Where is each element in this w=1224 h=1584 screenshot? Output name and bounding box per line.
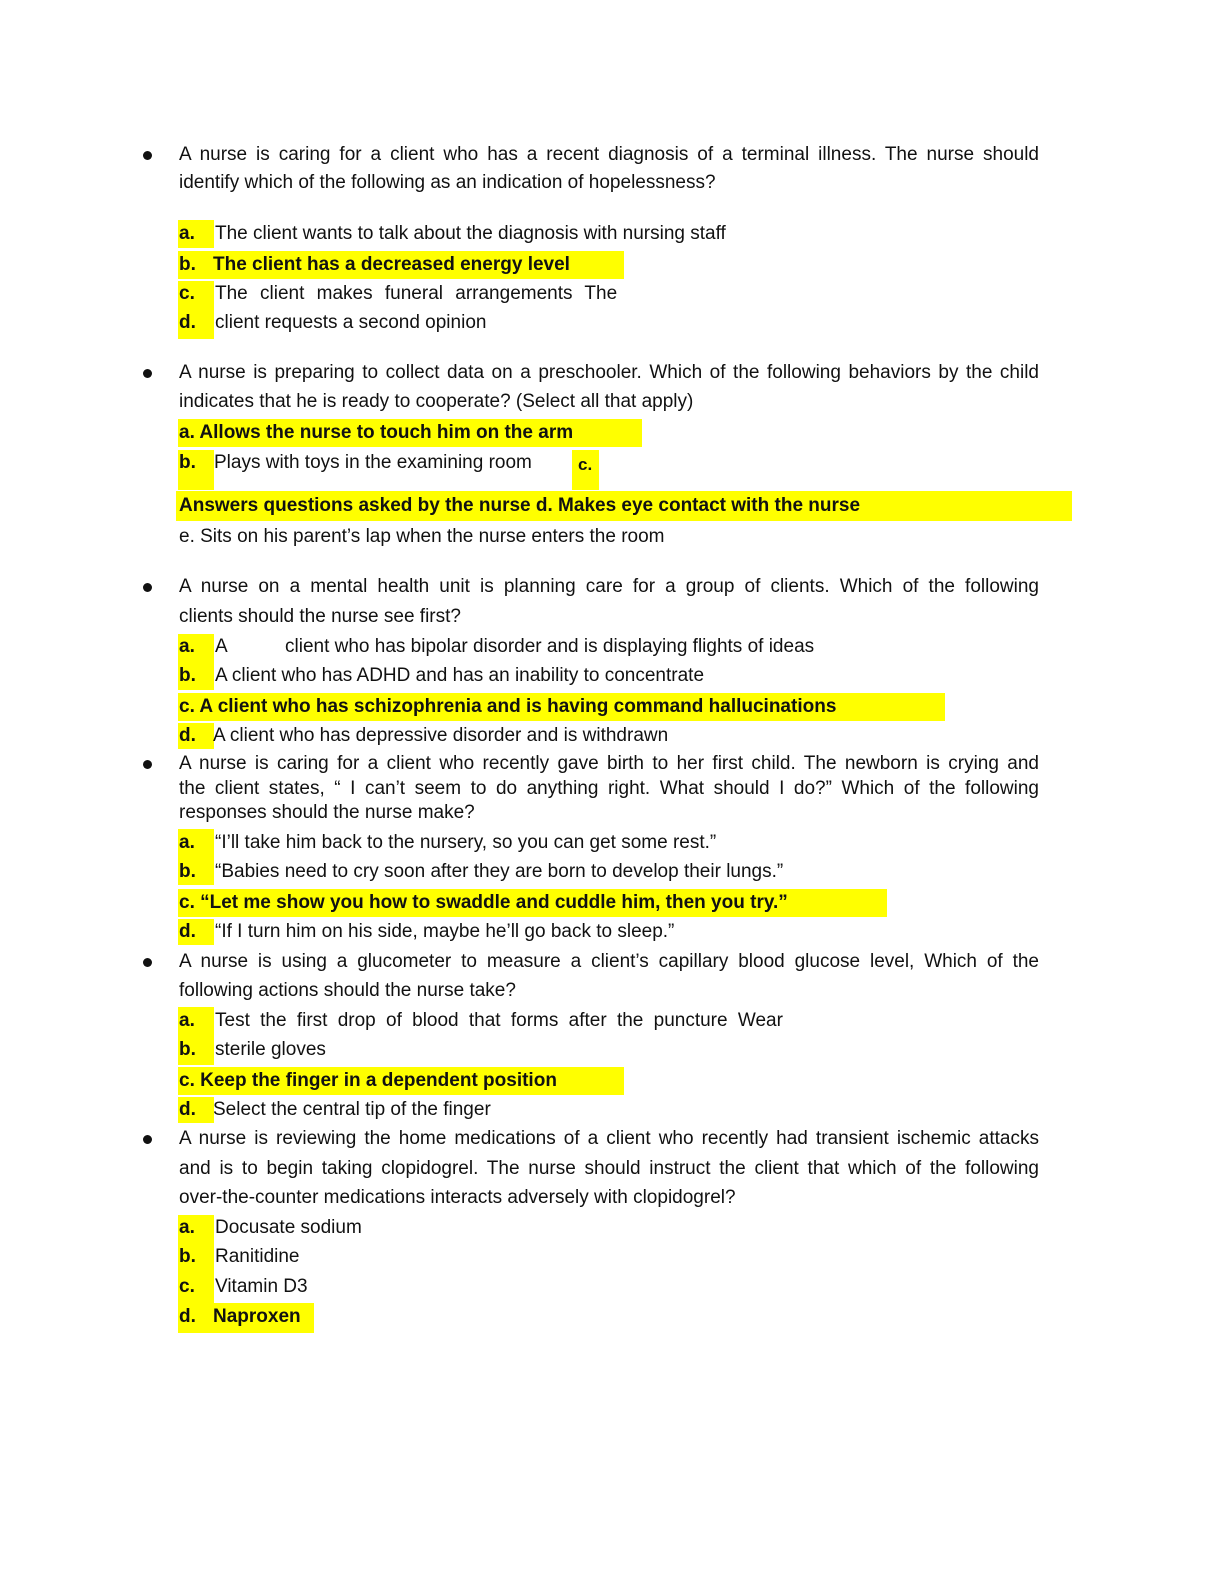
question-2-stem-line-2: indicates that he is ready to cooperate?… bbox=[179, 391, 694, 412]
q1-option-b-text: The client has a decreased energy level bbox=[213, 254, 570, 275]
q3-option-b-label: b. bbox=[179, 665, 196, 686]
highlight bbox=[178, 1215, 214, 1303]
highlight-correct-answer bbox=[178, 1303, 314, 1333]
highlight bbox=[178, 829, 214, 885]
q3-option-a-text-cont: client who has bipolar disorder and is d… bbox=[285, 636, 815, 657]
q2-option-b-text: Plays with toys in the examining room bbox=[214, 452, 532, 473]
q3-option-d-text: A client who has depressive disorder and… bbox=[213, 725, 669, 746]
q3-option-a-label: a. bbox=[179, 636, 195, 657]
question-4-stem-line-1: A nurse is caring for a client who recen… bbox=[179, 753, 1039, 774]
question-3-stem-line-2: clients should the nurse see first? bbox=[179, 606, 461, 627]
q1-option-d-text: client requests a second opinion bbox=[215, 312, 487, 333]
q4-option-d-label: d. bbox=[179, 921, 196, 942]
q5-option-a-label: a. bbox=[179, 1010, 195, 1031]
q6-option-b-text: Ranitidine bbox=[215, 1246, 300, 1267]
q5-option-b-label: b. bbox=[179, 1039, 196, 1060]
question-6-stem-line-3: over-the-counter medications interacts a… bbox=[179, 1187, 736, 1208]
question-5-stem-line-2: following actions should the nurse take? bbox=[179, 980, 516, 1001]
q4-option-c: c. “Let me show you how to swaddle and c… bbox=[179, 892, 788, 913]
highlight-correct-answer bbox=[178, 889, 887, 917]
question-2-stem-line-1: A nurse is preparing to collect data on … bbox=[179, 362, 1039, 383]
q5-option-d-label: d. bbox=[179, 1099, 196, 1120]
q2-option-c-label: c. bbox=[578, 455, 593, 474]
question-5-stem-line-1: A nurse is using a glucometer to measure… bbox=[179, 951, 1039, 972]
q6-option-a-text: Docusate sodium bbox=[215, 1217, 362, 1238]
q1-option-a-text: The client wants to talk about the diagn… bbox=[215, 223, 726, 244]
q3-option-a-text: A bbox=[215, 636, 228, 657]
q6-option-d-label: d. bbox=[179, 1306, 196, 1327]
q6-option-d-text: Naproxen bbox=[213, 1306, 301, 1327]
q2-option-b-label: b. bbox=[179, 452, 196, 473]
highlight bbox=[178, 919, 214, 945]
highlight bbox=[178, 1007, 214, 1065]
q5-option-a-text: Test the first drop of blood that forms … bbox=[215, 1010, 783, 1031]
question-1-stem-line-2: identify which of the following as an in… bbox=[179, 172, 716, 193]
highlight bbox=[178, 723, 214, 749]
bullet-icon bbox=[143, 958, 152, 967]
q6-option-a-label: a. bbox=[179, 1217, 195, 1238]
highlight bbox=[178, 450, 214, 490]
question-4-stem-line-3: responses should the nurse make? bbox=[179, 802, 475, 823]
q6-option-b-label: b. bbox=[179, 1246, 196, 1267]
q4-option-d-text: “If I turn him on his side, maybe he’ll … bbox=[215, 921, 675, 942]
bullet-icon bbox=[143, 760, 152, 769]
q2-option-e: e. Sits on his parent’s lap when the nur… bbox=[179, 526, 665, 547]
highlight-correct-answer bbox=[178, 1067, 624, 1095]
highlight bbox=[178, 281, 214, 339]
q2-option-c-d-text: Answers questions asked by the nurse d. … bbox=[179, 495, 861, 516]
highlight-correct-answer bbox=[176, 491, 1072, 521]
question-6-stem-line-2: and is to begin taking clopidogrel. The … bbox=[179, 1158, 1039, 1179]
q1-option-a-label: a. bbox=[179, 223, 195, 244]
question-4-stem-line-2: the client states, “ I can’t seem to do … bbox=[179, 778, 1039, 799]
q4-option-b-label: b. bbox=[179, 861, 196, 882]
q4-option-b-text: “Babies need to cry soon after they are … bbox=[215, 861, 784, 882]
question-6-stem-line-1: A nurse is reviewing the home medication… bbox=[179, 1128, 1039, 1149]
q6-option-c-text: Vitamin D3 bbox=[215, 1276, 308, 1297]
q3-option-b-text: A client who has ADHD and has an inabili… bbox=[215, 665, 705, 686]
highlight-correct-answer bbox=[178, 419, 642, 447]
highlight bbox=[178, 634, 214, 690]
highlight bbox=[572, 450, 599, 490]
q1-option-b-label: b. bbox=[179, 254, 196, 275]
bullet-icon bbox=[143, 1135, 152, 1144]
highlight-correct-answer bbox=[178, 693, 945, 721]
highlight bbox=[178, 220, 214, 248]
q3-option-d-label: d. bbox=[179, 725, 196, 746]
q3-option-c: c. A client who has schizophrenia and is… bbox=[179, 696, 837, 717]
q5-option-c: c. Keep the finger in a dependent positi… bbox=[179, 1070, 557, 1091]
q6-option-c-label: c. bbox=[179, 1276, 195, 1297]
q4-option-a-text: “I’ll take him back to the nursery, so y… bbox=[215, 832, 717, 853]
q1-option-c-label: c. bbox=[179, 283, 195, 304]
bullet-icon bbox=[143, 369, 152, 378]
highlight-correct-answer bbox=[178, 251, 624, 279]
q5-option-d-text: Select the central tip of the finger bbox=[213, 1099, 491, 1120]
q1-option-d-label: d. bbox=[179, 312, 196, 333]
q2-option-a: a. Allows the nurse to touch him on the … bbox=[179, 422, 574, 443]
bullet-icon bbox=[143, 151, 152, 160]
question-3-stem-line-1: A nurse on a mental health unit is plann… bbox=[179, 576, 1039, 597]
highlight bbox=[178, 1097, 214, 1123]
q5-option-b-text: sterile gloves bbox=[215, 1039, 326, 1060]
bullet-icon bbox=[143, 583, 152, 592]
q4-option-a-label: a. bbox=[179, 832, 195, 853]
question-1-stem-line-1: A nurse is caring for a client who has a… bbox=[179, 144, 1039, 165]
q1-option-c-text: The client makes funeral arrangements Th… bbox=[215, 283, 618, 304]
